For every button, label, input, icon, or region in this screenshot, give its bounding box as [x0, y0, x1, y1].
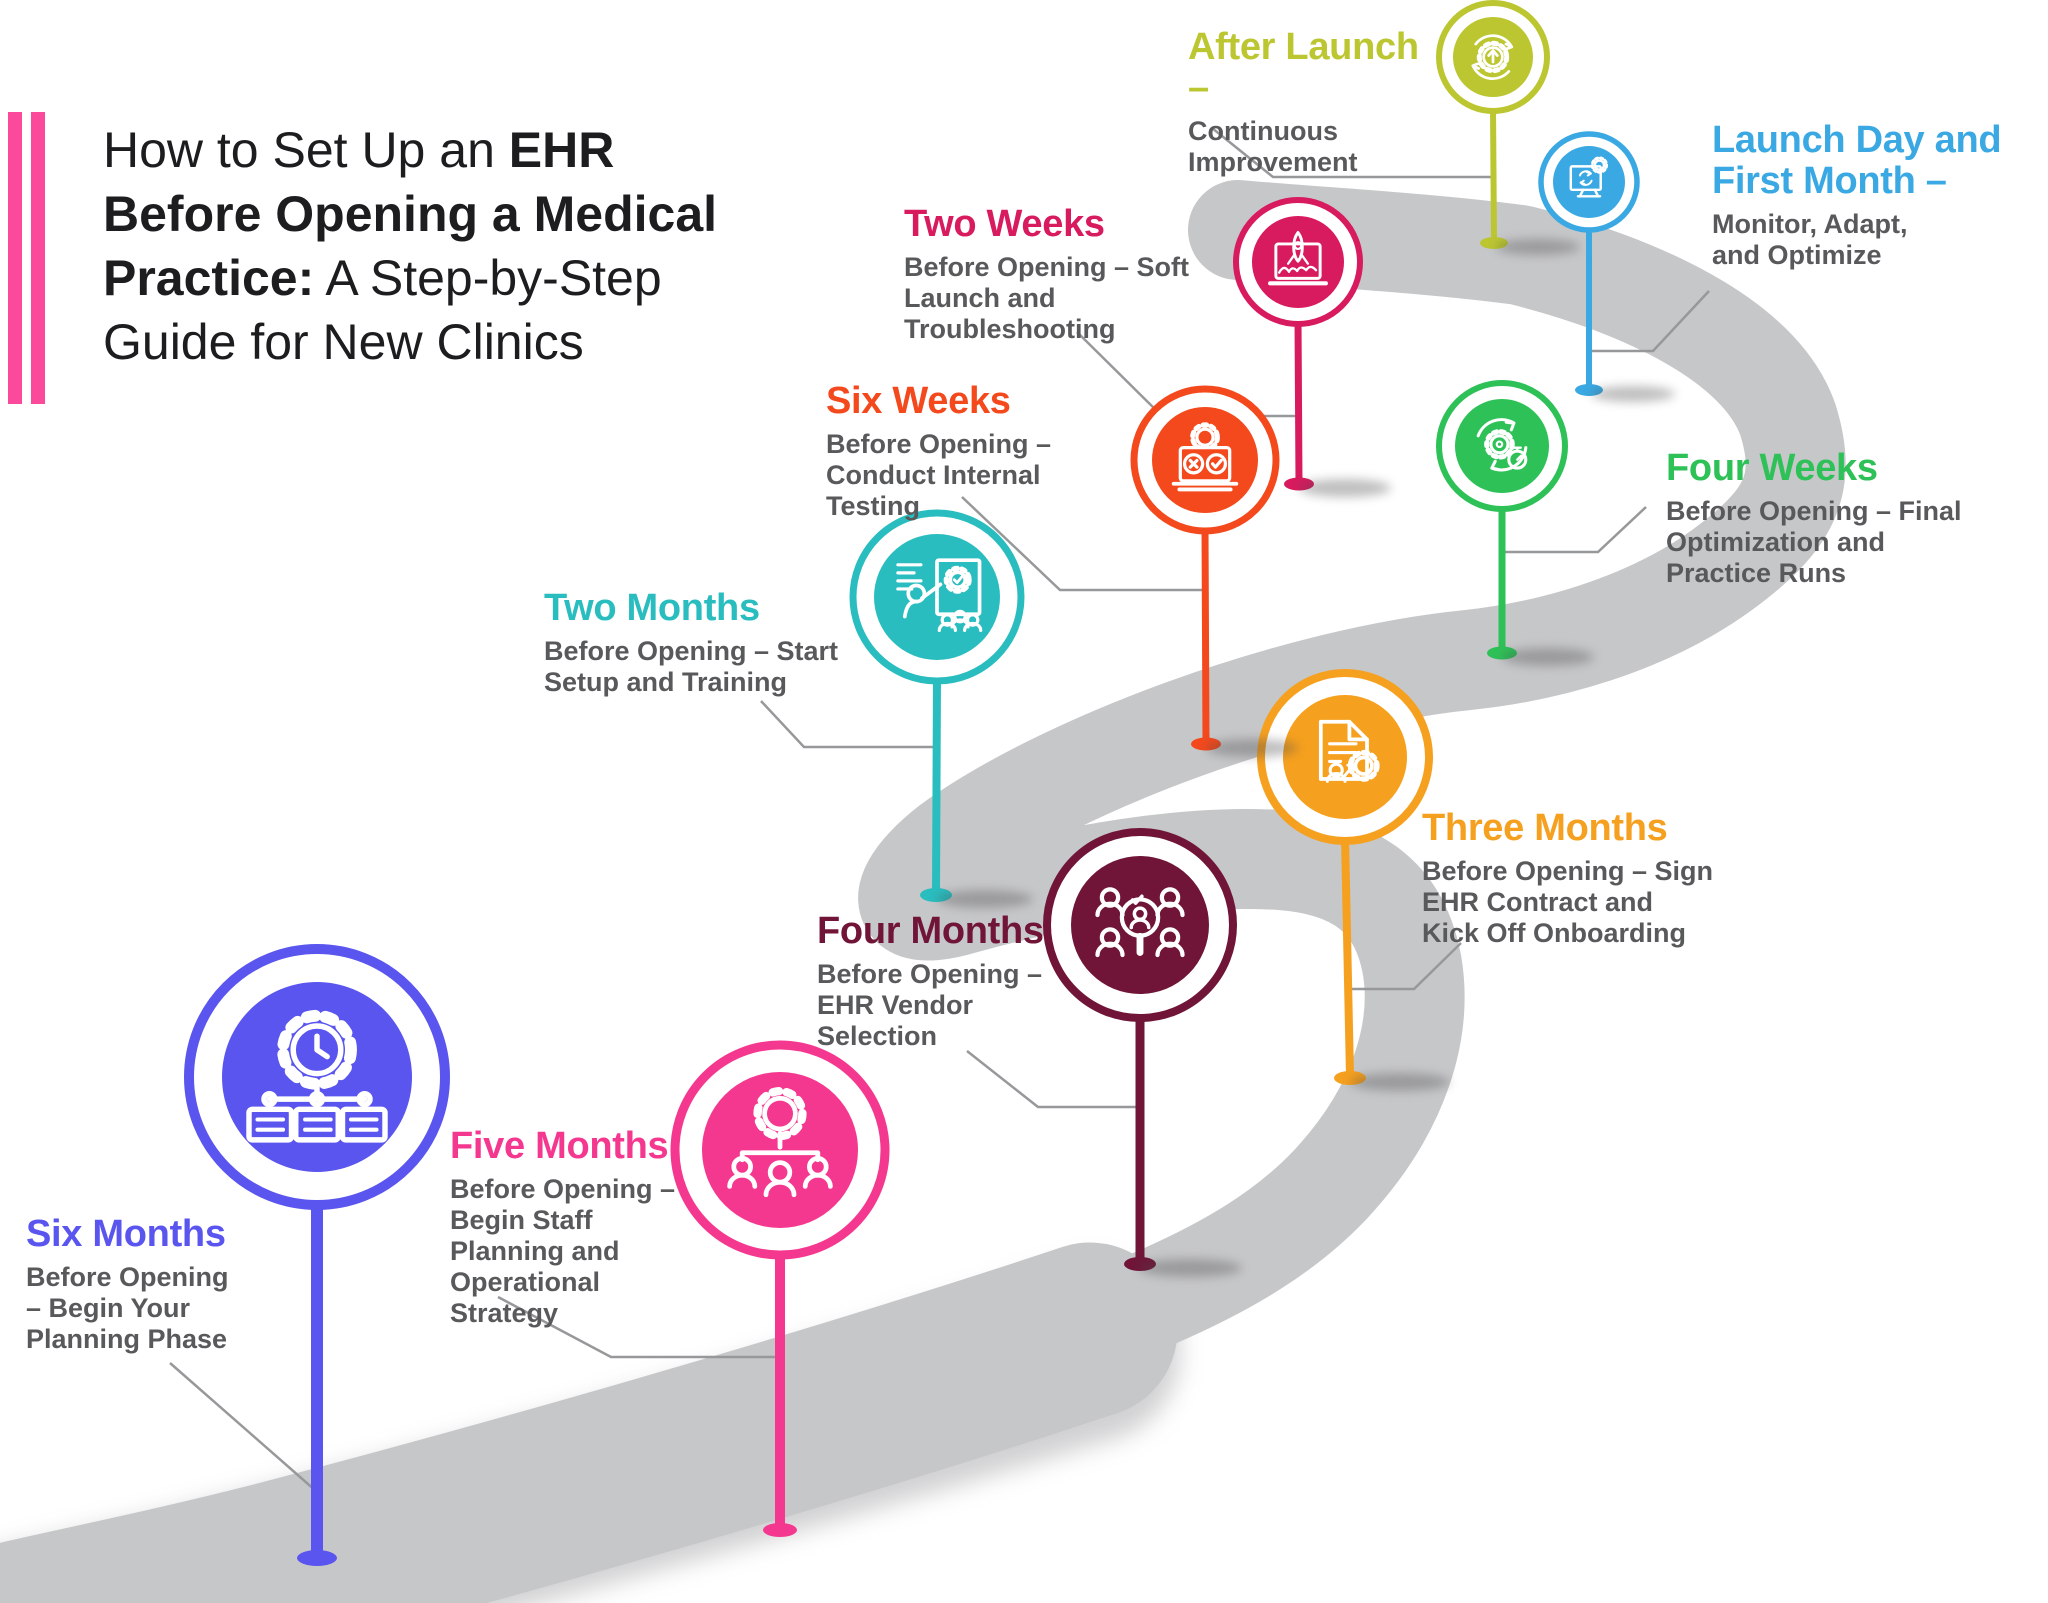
milestone-body-line: EHR Vendor: [817, 990, 974, 1020]
milestone-body-line: Continuous: [1188, 116, 1338, 146]
milestone-body-line: Optimization and: [1666, 527, 1885, 557]
monitor-sync-gear-icon: [1569, 156, 1609, 198]
milestone-heading: Two Weeks: [904, 203, 1105, 245]
milestone-body-line: EHR Contract and: [1422, 887, 1654, 917]
gear-upgrade-cycle-icon: [1471, 34, 1514, 81]
page-title: How to Set Up an EHR Before Opening a Me…: [103, 118, 717, 374]
milestone-body: Before Opening – Begin Staff Planning an…: [450, 1174, 690, 1329]
milestone-body-line: Before Opening – Soft: [904, 252, 1190, 282]
connector-four-months: [966, 1050, 1137, 1109]
milestone-body: Before Opening – Soft Launch and Trouble…: [904, 252, 1204, 345]
accent-bar-icon: [31, 112, 45, 404]
milestone-body: Continuous Improvement: [1188, 116, 1448, 178]
milestone-body-line: Before Opening – Sign: [1422, 856, 1714, 886]
milestone-body-line: Troubleshooting: [904, 314, 1116, 344]
milestone-body-line: Begin Staff: [450, 1205, 593, 1235]
milestone-label-two-months: Two Months Before Opening – Start Setup …: [544, 588, 864, 698]
connector-five-months: [497, 1295, 777, 1359]
milestone-body-line: and Optimize: [1712, 240, 1882, 270]
milestone-body-line: Operational: [450, 1267, 601, 1297]
accent-bar-icon: [8, 112, 22, 404]
milestone-body-line: Before Opening – Final: [1666, 496, 1962, 526]
milestone-body-line: Monitor, Adapt,: [1712, 209, 1908, 239]
milestone-body: Before Opening – EHR Vendor Selection: [817, 959, 1057, 1052]
milestone-body: Monitor, Adapt, and Optimize: [1712, 209, 2022, 271]
milestone-heading: Six Months: [26, 1213, 226, 1255]
laptop-rocket-icon: [1268, 231, 1328, 286]
milestone-heading: Two Months: [544, 587, 760, 629]
milestone-body-line: Strategy: [450, 1298, 559, 1328]
milestone-body: Before Opening – Final Optimization and …: [1666, 496, 1986, 589]
milestone-body-line: Selection: [817, 1021, 938, 1051]
milestone-body-line: Planning Phase: [26, 1324, 228, 1354]
title-line: Practice: A Step-by-Step: [103, 250, 662, 306]
milestone-label-three-months: Three Months Before Opening – Sign EHR C…: [1422, 808, 1742, 949]
people-magnifier-icon: [1095, 887, 1185, 958]
milestone-body-line: Before Opening: [26, 1262, 229, 1292]
milestone-label-six-months: Six Months Before Opening – Begin Your P…: [26, 1214, 276, 1355]
contract-gear-icon: [1318, 719, 1380, 783]
milestone-body: Before Opening – Begin Your Planning Pha…: [26, 1262, 276, 1355]
title-line: Before Opening a Medical: [103, 186, 718, 242]
milestone-marker-six-weeks: [1130, 385, 1298, 757]
milestone-marker-three-months: [1257, 669, 1450, 1091]
milestone-heading: Launch Day and First Month –: [1712, 119, 2002, 202]
connector-three-months: [1347, 942, 1462, 991]
milestone-body: Before Opening – Start Setup and Trainin…: [544, 636, 864, 698]
connector-two-months: [760, 700, 934, 749]
gear-clock-planning-icon: [246, 1009, 388, 1143]
connector-four-weeks: [1504, 506, 1647, 554]
cycle-stopwatch-icon: [1476, 418, 1528, 472]
milestone-heading: Four Weeks: [1666, 447, 1878, 489]
milestone-label-four-weeks: Four Weeks Before Opening – Final Optimi…: [1666, 448, 1986, 589]
milestone-body: Before Opening – Conduct Internal Testin…: [826, 429, 1076, 522]
milestone-label-two-weeks: Two Weeks Before Opening – Soft Launch a…: [904, 204, 1204, 345]
milestone-marker-four-months: [1043, 828, 1242, 1277]
milestone-marker-five-months: [670, 1040, 890, 1537]
milestone-marker-two-months: [849, 509, 1033, 908]
milestone-body-line: Testing: [826, 491, 920, 521]
milestone-body-line: Setup and Training: [544, 667, 788, 697]
connector-six-months: [169, 1362, 317, 1492]
milestone-body-line: – Begin Your: [26, 1293, 191, 1323]
connector-six-weeks: [961, 496, 1203, 592]
milestone-body-line: Before Opening –: [826, 429, 1052, 459]
connector-launch-day: [1591, 290, 1710, 353]
milestone-body-line: Improvement: [1188, 147, 1358, 177]
milestone-label-six-weeks: Six Weeks Before Opening – Conduct Inter…: [826, 381, 1076, 522]
milestone-heading: Three Months: [1422, 807, 1668, 849]
milestone-label-five-months: Five Months Before Opening – Begin Staff…: [450, 1126, 690, 1329]
milestone-heading: Five Months: [450, 1125, 669, 1167]
road-path: [0, 180, 1846, 1603]
title-line: Guide for New Clinics: [103, 314, 584, 370]
milestone-body-line: Before Opening –: [817, 959, 1043, 989]
milestone-heading: Four Months: [817, 910, 1044, 952]
gear-org-chart-icon: [727, 1087, 833, 1198]
milestone-heading: After Launch –: [1188, 26, 1419, 109]
milestone-marker-two-weeks: [1233, 197, 1391, 497]
milestone-body: Before Opening – Sign EHR Contract and K…: [1422, 856, 1742, 949]
milestone-body-line: Before Opening – Start: [544, 636, 839, 666]
connector-after-launch: [1211, 127, 1491, 179]
milestone-heading: Six Weeks: [826, 380, 1011, 422]
training-presentation-icon: [896, 558, 983, 632]
milestone-body-line: Kick Off Onboarding: [1422, 918, 1687, 948]
milestone-label-launch-day: Launch Day and First Month – Monitor, Ad…: [1712, 120, 2022, 271]
laptop-testing-icon: [1171, 422, 1239, 492]
milestone-body-line: Before Opening –: [450, 1174, 676, 1204]
milestone-body-line: Practice Runs: [1666, 558, 1847, 588]
milestone-marker-four-weeks: [1436, 380, 1594, 666]
milestone-marker-after-launch: [1436, 0, 1580, 255]
milestone-label-after-launch: After Launch – Continuous Improvement: [1188, 27, 1448, 178]
milestone-marker-six-months: [184, 944, 450, 1566]
milestone-body-line: Conduct Internal: [826, 460, 1041, 490]
milestone-label-four-months: Four Months Before Opening – EHR Vendor …: [817, 911, 1057, 1052]
milestone-body-line: Launch and: [904, 283, 1056, 313]
milestone-body-line: Planning and: [450, 1236, 620, 1266]
title-line: How to Set Up an EHR: [103, 122, 615, 178]
milestone-marker-launch-day: [1538, 131, 1675, 402]
